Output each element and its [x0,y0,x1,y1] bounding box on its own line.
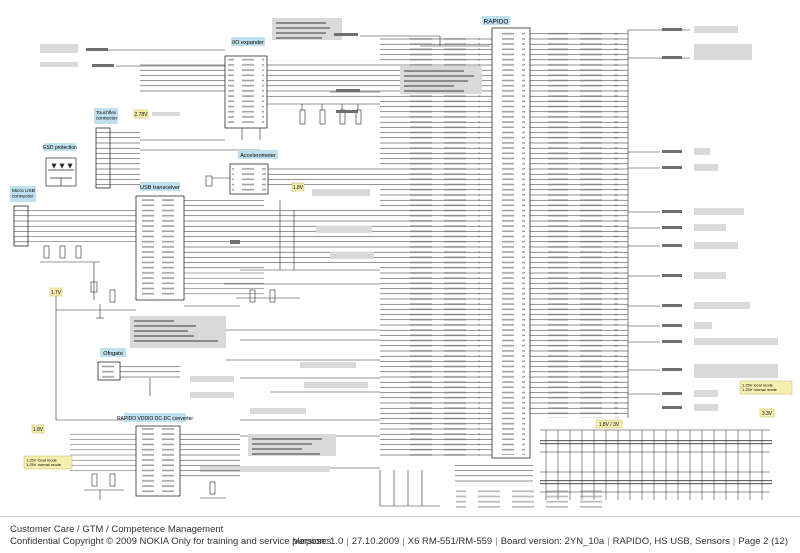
dcdc-label-bg [124,413,186,422]
footer-right: Version: 1.0|27.10.2009|X6 RM-551/RM-559… [293,536,788,547]
io-net-label-stubs [334,33,360,113]
footer-department: Customer Care / GTM / Competence Managem… [10,524,224,535]
accelerometer-label-bg [238,150,278,159]
footer-copyright: Confidential Copyright © 2009 NOKIA Only… [10,536,332,547]
voltage-flag-33v: 3.3V [762,411,773,417]
voltage-flag-18-3v-bg [595,419,623,429]
dcdc-converter-ic [70,425,240,497]
rapido-label-bg [482,16,510,25]
vdd-note-left-bg [23,455,73,470]
ofogato-label-bg [100,348,126,357]
io-expander-label-bg [231,37,265,46]
decoupling-cap-plates [540,440,772,485]
rapido-ic [380,27,628,459]
footer: Customer Care / GTM / Competence Managem… [0,516,800,553]
accelerometer-ic [205,163,380,195]
usb-passives [40,245,116,319]
gps-note [250,408,306,414]
voltage-flag-18a: 1.8V [293,185,304,191]
footer-page: Page 2 (12) [738,536,788,547]
right-net-labels [662,28,682,409]
bottom-net-list [455,462,606,508]
esd-label-bg [44,143,76,151]
charging-note [312,189,370,196]
micro-usb-label-bg [10,186,36,202]
io-expander-left-labels [40,44,225,67]
touch-note [152,112,180,116]
right-signal-bus [627,29,690,418]
footer-section: RAPIDO, HS USB, Sensors [612,536,730,547]
voltage-flag-33v-bg [759,408,775,418]
schematic-diagram: RAPIDO [10,16,793,508]
voltage-flag-18b-bg [31,424,45,434]
dcdc-passives [84,473,226,500]
voltage-flag-18a-bg [291,182,305,192]
footer-board: Board version: 2YN_10a [500,536,605,547]
lower-bus [379,470,440,507]
usb-transceiver-label: USB transceiver [140,185,180,191]
ofogato-label: Ofogato [103,351,123,357]
footer-model: X6 RM-551/RM-559 [407,536,493,547]
keypad-backlight-note [300,362,356,368]
micro-usb-connector [13,205,138,247]
usb-transceiver-label-bg [140,182,180,191]
rapido-label: RAPIDO [484,19,509,26]
esd-label: ESD protection [43,145,77,151]
io-expander-ic [140,55,380,129]
ofogato-notes [190,376,234,398]
touchflex-label-bg [94,108,118,124]
footer-version: Version: 1.0 [293,536,344,547]
esd-protection [45,157,77,187]
left-mid-wiring [55,296,240,421]
dcdc-label: RAPIDO VDDIO DC-DC converter [117,416,193,422]
converter-note [304,382,368,388]
voltage-flag-18b: 1.8V [33,427,44,433]
right-annotation-boxes [694,26,778,411]
net-stub-a [230,240,240,244]
voltage-flag-17: 1.7V [51,290,62,296]
accelerometer-label: Accelerometer [240,153,276,159]
footer-date: 27.10.2009 [351,536,400,547]
center-left-wiring [210,329,380,469]
usb-transceiver-ic [135,195,264,301]
voltage-flag-18-3v: 1.8V / 3V [599,422,620,428]
usb-to-rapido-bus [224,200,380,303]
vdd-note-right-bg [739,380,793,395]
footer-left: Customer Care / GTM / Competence Managem… [10,524,331,548]
accelerometer-touch-note [200,466,330,472]
ofogato-ic [97,361,180,396]
voltage-flag-278: 2.78V [134,112,148,118]
io-expander-label: I/O expander [232,40,264,46]
voltage-flag-278-bg [133,109,149,119]
